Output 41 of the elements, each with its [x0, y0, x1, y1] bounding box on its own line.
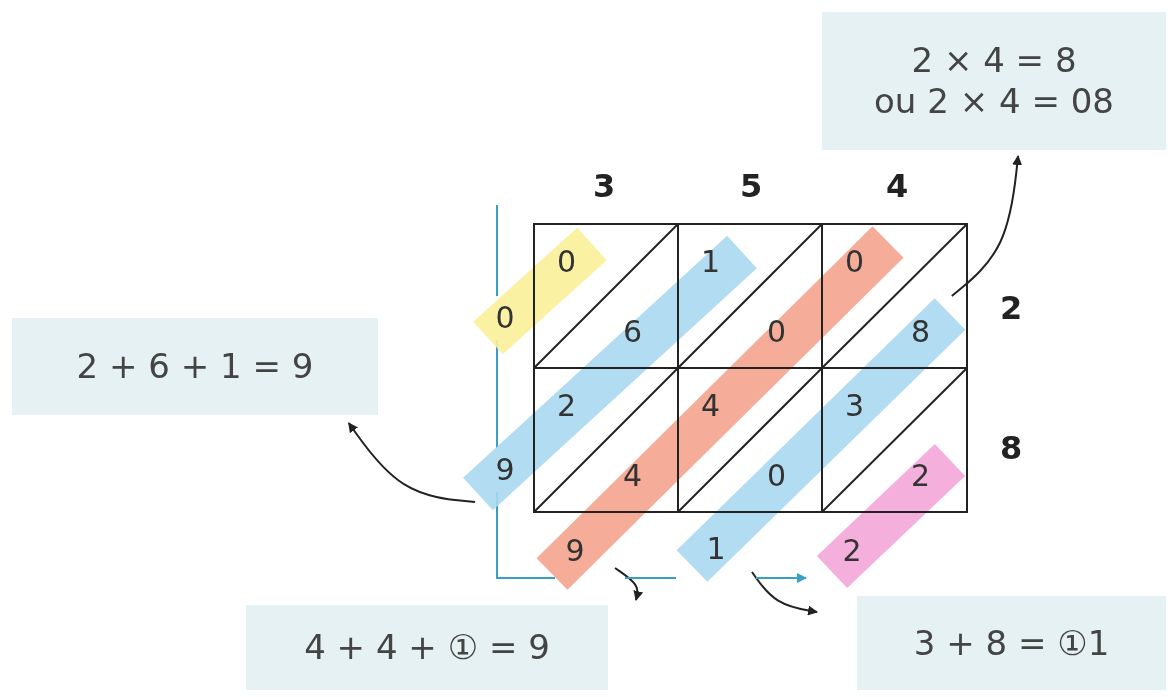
result-digit: 2	[832, 522, 872, 580]
equation-callout: 4 + 4 + ① = 9	[246, 605, 608, 690]
grid-cell	[677, 223, 823, 369]
partial-product-digit: 0	[767, 461, 787, 491]
partial-product-digit: 6	[623, 317, 643, 347]
result-digit: 0	[485, 296, 525, 340]
result-digit: 1	[696, 518, 736, 580]
reading-line	[755, 573, 807, 583]
partial-product-digit: 1	[701, 247, 721, 277]
partial-product-digit: 0	[845, 247, 865, 277]
grid-cell	[821, 367, 968, 513]
partial-product-digit: 0	[767, 317, 787, 347]
result-digit: 9	[555, 522, 595, 580]
equation-text: ou 2 × 4 = 08	[874, 81, 1114, 122]
factor-digit: 3	[593, 170, 616, 202]
factor-digit: 8	[1000, 432, 1023, 464]
equation-callout	[822, 12, 1166, 150]
grid-cell	[821, 223, 968, 369]
curved-arrow	[751, 571, 818, 616]
reading-line	[624, 577, 677, 579]
equation-text: 2 × 4 = 8	[911, 40, 1077, 81]
partial-product-digit: 8	[911, 317, 931, 347]
factor-digit: 5	[740, 170, 763, 202]
grid-cell	[677, 367, 823, 513]
factor-digit: 4	[886, 170, 909, 202]
curved-arrow	[347, 422, 476, 503]
partial-product-digit: 3	[845, 391, 865, 421]
equation-callout: 3 + 8 = ①1	[857, 596, 1166, 690]
curved-arrow	[614, 567, 644, 601]
partial-product-digit: 0	[557, 247, 577, 277]
grid-cell	[533, 367, 679, 513]
partial-product-digit: 4	[701, 391, 721, 421]
grid-cell	[533, 223, 679, 369]
equation-callout: 2 + 6 + 1 = 9	[12, 318, 378, 415]
factor-digit: 2	[1000, 292, 1023, 324]
partial-product-digit: 4	[623, 461, 643, 491]
reading-line	[496, 204, 498, 297]
partial-product-digit: 2	[557, 391, 577, 421]
partial-product-digit: 2	[911, 461, 931, 491]
curved-arrow	[950, 155, 1023, 297]
result-digit: 9	[485, 448, 525, 492]
